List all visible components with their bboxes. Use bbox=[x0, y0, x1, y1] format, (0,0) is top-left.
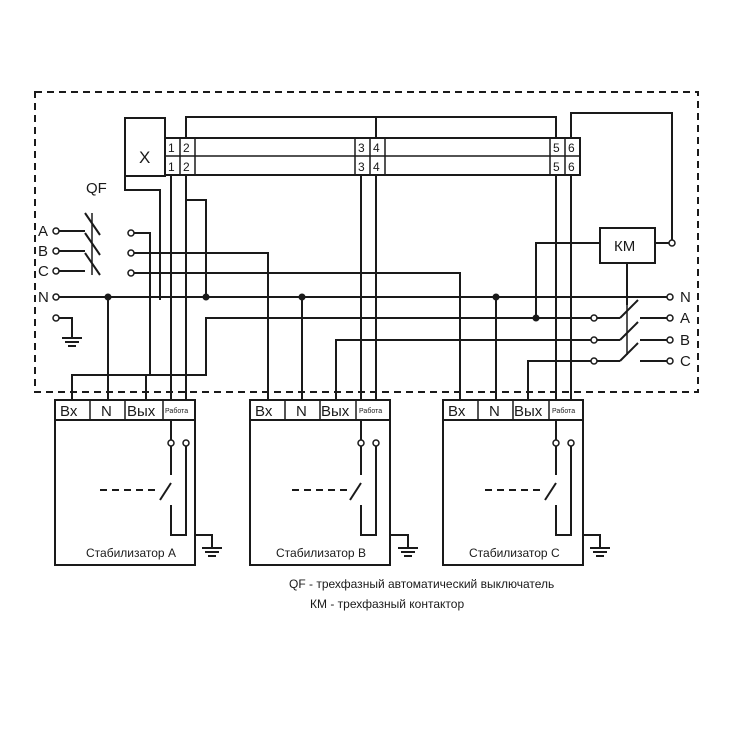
x-connector-label: X bbox=[139, 148, 150, 167]
stabilizer-work-label: Работа bbox=[359, 407, 382, 415]
stabilizer-c: Вх N Вых Работа Стабилизатор C bbox=[442, 399, 610, 566]
phase-label-right: A bbox=[680, 310, 690, 327]
ground-wire bbox=[583, 534, 601, 548]
stabilizer-n-label: N bbox=[489, 403, 500, 420]
phase-label-left: C bbox=[38, 263, 49, 280]
relay-terminal bbox=[552, 439, 560, 447]
breaker-output-terminal bbox=[127, 269, 135, 277]
loop-wire-2-3 bbox=[185, 116, 377, 138]
stabilizer-n-label: N bbox=[101, 403, 112, 420]
loop-wire-6-km bbox=[570, 112, 673, 243]
x-connector-box bbox=[124, 117, 166, 177]
relay-wire bbox=[360, 446, 377, 536]
stabilizer-b: Вх N Вых Работа Стабилизатор B bbox=[249, 399, 418, 566]
phase-label-right: C bbox=[680, 353, 691, 370]
terminal-number: 1 bbox=[168, 160, 175, 174]
input-terminal bbox=[52, 314, 60, 322]
relay-terminal bbox=[357, 439, 365, 447]
relay-wire bbox=[170, 446, 187, 536]
input-terminal bbox=[52, 247, 60, 255]
stabilizer-work-label: Работа bbox=[552, 407, 575, 415]
output-terminal bbox=[666, 314, 674, 322]
relay-terminal bbox=[167, 439, 175, 447]
terminal-number: 1 bbox=[168, 141, 175, 155]
output-terminal bbox=[666, 336, 674, 344]
contactor-contact bbox=[619, 299, 639, 319]
terminal-number: 2 bbox=[183, 141, 190, 155]
stabilizer-out-label: Вых bbox=[321, 403, 350, 420]
stabilizer-in-label: Вх bbox=[448, 403, 466, 420]
ground-wire bbox=[59, 317, 73, 338]
output-a-bus bbox=[145, 317, 620, 410]
contactor-coil-wire bbox=[535, 242, 600, 318]
relay-terminal bbox=[372, 439, 380, 447]
phase-label-left: A bbox=[38, 223, 48, 240]
relay-terminal bbox=[567, 439, 575, 447]
output-b-bus bbox=[335, 339, 620, 410]
contactor-box bbox=[599, 227, 656, 264]
contactor-contact bbox=[619, 342, 639, 362]
relay-wire bbox=[555, 446, 572, 536]
output-c-bus bbox=[527, 360, 620, 410]
enclosure-dashed-border bbox=[34, 91, 699, 393]
stabilizer-out-label: Вых bbox=[127, 403, 156, 420]
terminal-number: 2 bbox=[183, 160, 190, 174]
stabilizer-name: Стабилизатор C bbox=[469, 546, 560, 560]
stabilizer-name: Стабилизатор A bbox=[86, 546, 176, 560]
stabilizer-box bbox=[249, 399, 391, 566]
stabilizer-box bbox=[54, 399, 196, 566]
phase-label-left: B bbox=[38, 243, 48, 260]
contactor-input-terminal bbox=[590, 336, 598, 344]
loop-wire-4-5 bbox=[375, 116, 557, 138]
phase-label-right: B bbox=[680, 332, 690, 349]
stabilizer-work-label: Работа bbox=[165, 407, 188, 415]
input-terminal bbox=[52, 227, 60, 235]
relay-contact bbox=[159, 482, 172, 501]
output-terminal bbox=[666, 293, 674, 301]
neutral-to-terminal bbox=[186, 199, 207, 297]
contactor-label: КМ bbox=[614, 238, 635, 255]
phase-label-left: N bbox=[38, 289, 49, 306]
terminal-number: 6 bbox=[568, 141, 575, 155]
contactor-input-terminal bbox=[590, 357, 598, 365]
x-connector-wire bbox=[124, 118, 161, 300]
phase-c-wire bbox=[134, 272, 461, 410]
phase-label-right: N bbox=[680, 289, 691, 306]
terminal-number: 3 bbox=[358, 160, 365, 174]
contactor-terminal bbox=[668, 239, 676, 247]
stabilizer-n-label: N bbox=[296, 403, 307, 420]
relay-contact bbox=[349, 482, 362, 501]
breaker-label: QF bbox=[86, 180, 107, 197]
breaker-output-terminal bbox=[127, 249, 135, 257]
relay-terminal bbox=[182, 439, 190, 447]
terminal-number: 5 bbox=[553, 160, 560, 174]
terminal-number: 4 bbox=[373, 141, 380, 155]
output-terminal bbox=[666, 357, 674, 365]
ground-wire bbox=[195, 534, 213, 548]
input-terminal bbox=[52, 267, 60, 275]
stabilizer-in-label: Вх bbox=[60, 403, 78, 420]
contactor-input-terminal bbox=[590, 314, 598, 322]
legend-qf: QF - трехфазный автоматический выключате… bbox=[289, 577, 554, 591]
stabilizer-out-label: Вых bbox=[514, 403, 543, 420]
contactor-contact bbox=[619, 321, 639, 341]
ground-wire bbox=[390, 534, 409, 548]
input-terminal bbox=[52, 293, 60, 301]
legend-km: КМ - трехфазный контактор bbox=[310, 597, 464, 611]
terminal-number: 6 bbox=[568, 160, 575, 174]
stabilizer-a: Вх N Вых Работа Стабилизатор A bbox=[54, 399, 222, 566]
stabilizer-in-label: Вх bbox=[255, 403, 273, 420]
phase-b-wire bbox=[134, 252, 269, 410]
terminal-number: 5 bbox=[553, 141, 560, 155]
stabilizer-name: Стабилизатор B bbox=[276, 546, 366, 560]
stabilizer-box bbox=[442, 399, 584, 566]
phase-a-wire bbox=[71, 232, 151, 410]
breaker-output-terminal bbox=[127, 229, 135, 237]
terminal-number: 4 bbox=[373, 160, 380, 174]
terminal-number: 3 bbox=[358, 141, 365, 155]
relay-contact bbox=[544, 482, 557, 501]
